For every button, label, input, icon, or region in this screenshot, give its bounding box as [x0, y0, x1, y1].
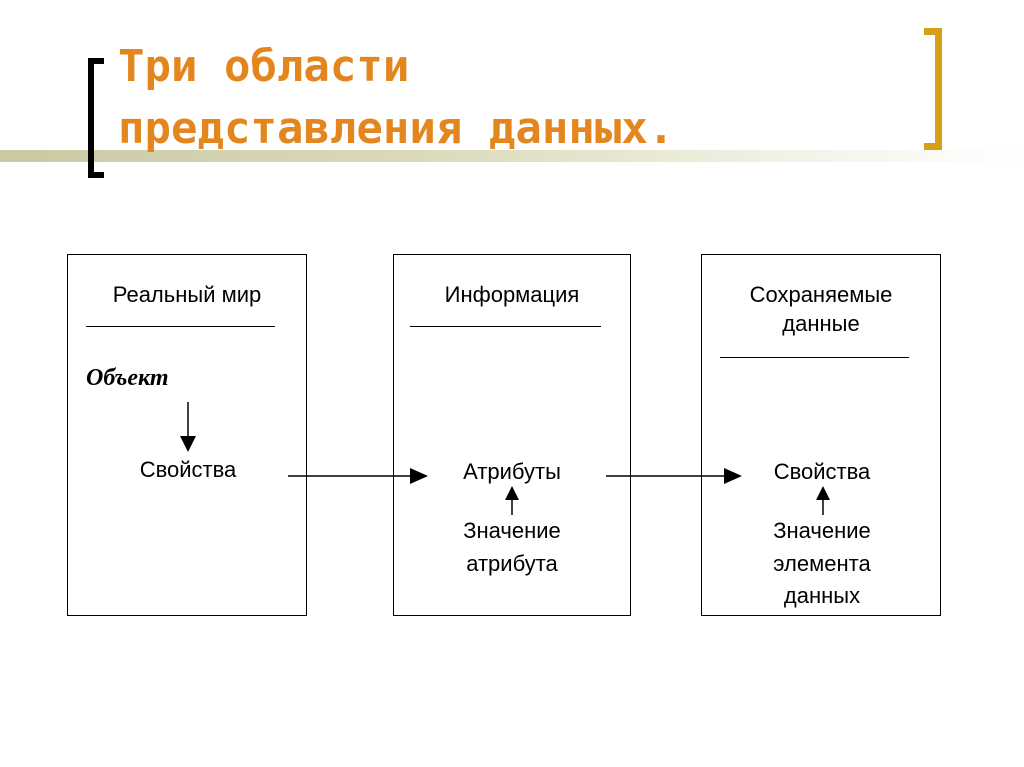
stored-data-properties-label: Свойства — [773, 459, 871, 484]
title-line-2: представления данных. — [118, 103, 675, 154]
real-world-divider — [86, 326, 275, 327]
title-underline-bar — [0, 150, 1024, 162]
stored-data-value-line-2: элемента — [773, 551, 871, 576]
stored-data-header-line-2: данные — [782, 311, 860, 336]
real-world-box — [67, 254, 307, 616]
title-line-1: Три области — [118, 41, 410, 92]
stored-data-header-line-1: Сохраняемые — [749, 282, 893, 307]
stored-data-box — [701, 254, 941, 616]
information-box — [393, 254, 631, 616]
real-world-header: Реальный мир — [112, 282, 262, 307]
information-attributes-label: Атрибуты — [463, 459, 561, 484]
right-bracket-decoration — [924, 28, 942, 150]
left-bracket-decoration — [88, 58, 104, 178]
information-value-line-1: Значение — [463, 518, 561, 543]
stored-data-value-line-1: Значение — [773, 518, 871, 543]
information-value-line-2: атрибута — [466, 551, 558, 576]
stored-data-divider — [720, 357, 909, 358]
information-divider — [410, 326, 601, 327]
real-world-properties-label: Свойства — [139, 457, 237, 482]
information-header: Информация — [444, 282, 580, 307]
stored-data-value-line-3: данных — [783, 583, 861, 608]
slide-title: Три области представления данных. — [118, 36, 908, 160]
real-world-object-label: Объект — [86, 365, 169, 391]
